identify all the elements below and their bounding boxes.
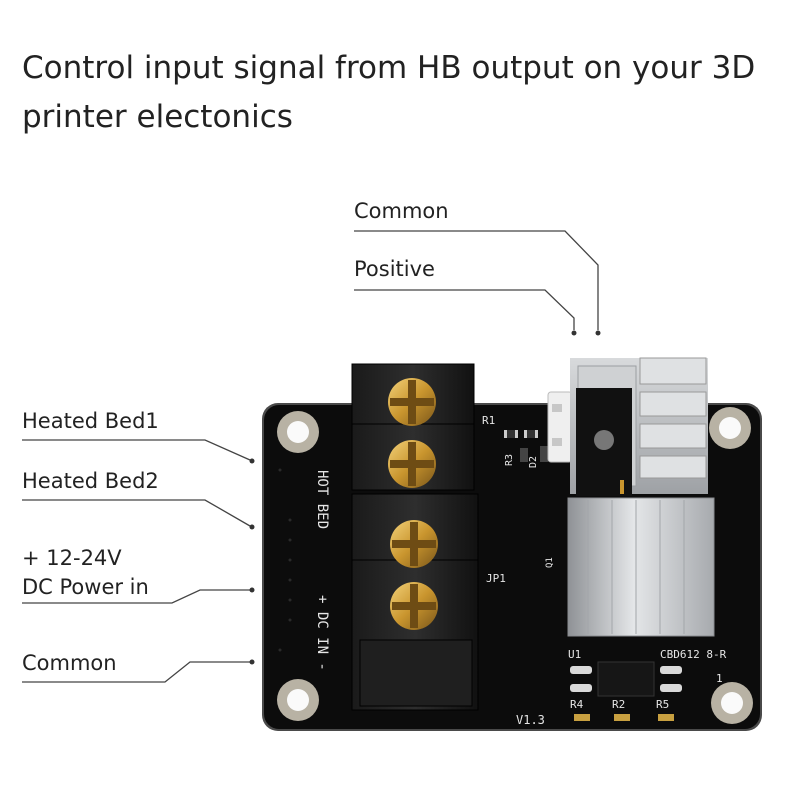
leader-heated-bed1 <box>22 439 251 461</box>
callout-positive-signal: Positive <box>354 257 435 281</box>
silk-r5: R5 <box>656 698 669 711</box>
callout-heated-bed1: Heated Bed1 <box>22 409 159 433</box>
smd-components <box>504 430 682 721</box>
headline: Control input signal from HB output on y… <box>22 44 792 142</box>
screw-terminal <box>351 363 479 711</box>
callout-common-signal: Common <box>354 199 449 223</box>
callout-common-power: Common <box>22 651 117 675</box>
silk-d2: D2 <box>528 456 539 468</box>
leader-lines <box>22 230 599 683</box>
silk-u1: U1 <box>568 648 581 661</box>
silk-r4: R4 <box>570 698 584 711</box>
signal-connector <box>547 391 573 463</box>
leader-common-power <box>22 661 250 683</box>
silk-hot-bed: HOT BED <box>314 470 330 529</box>
terminal-screws <box>388 378 438 630</box>
mounting-holes <box>277 407 753 724</box>
silk-r1: R1 <box>482 414 495 427</box>
callout-heated-bed2: Heated Bed2 <box>22 469 159 493</box>
leader-dots <box>249 330 601 665</box>
silkscreen-labels: HOT BED + DC IN - R1 R3 D2 Q1 JP1 U1 CBD… <box>314 414 727 727</box>
silk-r2: R2 <box>612 698 625 711</box>
leader-positive-signal <box>354 289 575 330</box>
silk-chip: CBD612 8-R <box>660 648 727 661</box>
silk-q1: Q1 <box>545 557 555 568</box>
silk-jp1: JP1 <box>486 572 506 585</box>
callout-power-voltage: + 12-24V <box>22 546 122 570</box>
silk-dc-in: + DC IN - <box>314 595 330 671</box>
u1-chip <box>570 661 682 697</box>
callout-power-in: DC Power in <box>22 575 149 599</box>
leader-power-in <box>22 589 250 604</box>
silk-version: V1.3 <box>516 713 545 727</box>
heatsink <box>567 357 715 637</box>
leader-common-signal <box>354 230 599 330</box>
headline-line-2: printer electonics <box>22 99 293 135</box>
silk-r3: R3 <box>504 454 515 466</box>
headline-line-1: Control input signal from HB output on y… <box>22 50 756 86</box>
leader-heated-bed2 <box>22 499 251 527</box>
silk-pin1: 1 <box>716 672 723 685</box>
